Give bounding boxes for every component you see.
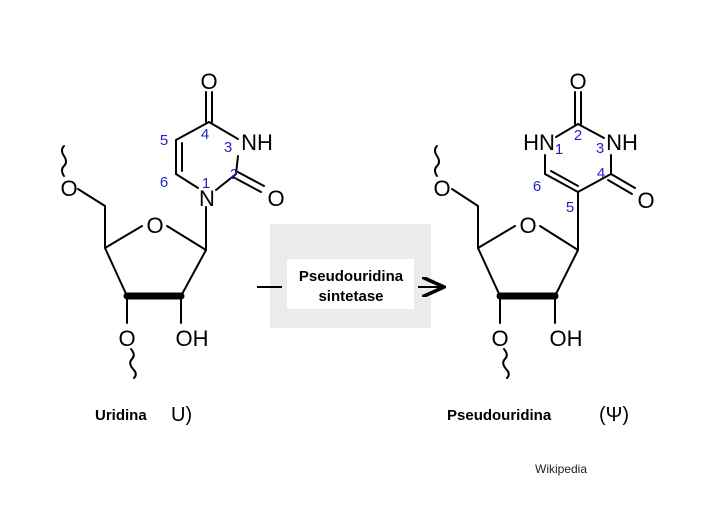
psi-o-ring: O [519, 213, 536, 238]
psi-num-2: 2 [574, 127, 582, 144]
psi-num-4: 4 [597, 165, 605, 182]
uridine-c2-o-bond-2 [232, 176, 262, 193]
uridine-o-c4-bond [104, 225, 143, 249]
uridine-c4-c3-bond [104, 247, 128, 297]
uridine-num-3: 3 [224, 139, 232, 156]
uridine-num-5: 5 [160, 132, 168, 149]
credit-text: Wikipedia [535, 462, 588, 476]
psi-c2-n3-bond [577, 123, 605, 139]
psi-c1-o-bond [539, 225, 579, 251]
psi-num-6: 6 [533, 178, 541, 195]
enzyme-line-1: Pseudouridina [299, 268, 404, 285]
uridine-c2-o-bond-1 [235, 170, 265, 187]
uridine-c4-c5-bond [175, 121, 210, 141]
psi-c5-c4-bond [577, 173, 612, 193]
uridine-c4-n3-bond [208, 121, 239, 140]
uridine-o-right: O [267, 186, 284, 211]
psi-o-right: O [637, 188, 654, 213]
pseudouridine-labels: O HN NH O O O OH O [433, 69, 654, 351]
enzyme-line-2: sintetase [318, 288, 383, 305]
psi-c6-c5-bond [544, 173, 579, 193]
uridine-caption: Uridina [95, 407, 147, 424]
uridine-wavy-top [61, 145, 67, 177]
uridine-n1: N [199, 186, 215, 211]
psi-nh: NH [606, 130, 638, 155]
pseudouridine-numbers: 1 2 3 4 5 6 [533, 127, 605, 216]
uridine-c6-n1-bond [175, 173, 199, 189]
uridine-labels: O NH N O O O OH O [60, 69, 284, 351]
psi-o-c4-bond [477, 225, 516, 249]
psi-num-3: 3 [596, 140, 604, 157]
psi-c4-c3-bond [477, 247, 501, 297]
psi-o-left: O [433, 176, 450, 201]
uridine-o-bottom: O [118, 326, 135, 351]
psi-o-bottom: O [491, 326, 508, 351]
uridine-num-2: 2 [230, 166, 238, 183]
psi-c2-n1-bond [555, 123, 579, 138]
enzyme-label-box [287, 259, 414, 309]
uridine-o-left: O [60, 176, 77, 201]
psi-num-1: 1 [555, 141, 563, 158]
uridine-numbers: 1 2 3 4 5 6 [160, 126, 238, 192]
uridine-o-top: O [200, 69, 217, 94]
uridine-num-4: 4 [201, 126, 209, 143]
psi-c4-o-bond-1 [610, 173, 636, 189]
psi-c1-c2-bond [554, 249, 579, 297]
uridine-structure [61, 91, 265, 379]
psi-hn: HN [523, 130, 555, 155]
uridine-o-ring: O [146, 213, 163, 238]
pseudouridine-caption: Pseudouridina [447, 407, 552, 424]
uridine-c1-o-bond [166, 225, 207, 251]
psi-c5prime-o-bond [451, 188, 479, 207]
uridine-num-6: 6 [160, 174, 168, 191]
psi-oh: OH [550, 326, 583, 351]
psi-wavy-bottom [502, 348, 510, 379]
psi-wavy-top [434, 145, 440, 177]
uridine-oh: OH [176, 326, 209, 351]
uridine-c5prime-o-bond [77, 188, 106, 207]
uridine-nh: NH [241, 130, 273, 155]
psi-o-top: O [569, 69, 586, 94]
uridine-symbol: U) [171, 404, 193, 426]
uridine-num-1: 1 [202, 175, 210, 192]
psi-c6-c5-double [550, 170, 579, 187]
psi-c4-o-bond-2 [607, 179, 633, 195]
pseudouridine-symbol: (Ψ) [599, 404, 630, 426]
psi-num-5: 5 [566, 199, 574, 216]
pseudouridine-structure [434, 91, 636, 379]
uridine-wavy-bottom [129, 348, 137, 379]
uridine-c1-c2-bond [180, 249, 207, 297]
